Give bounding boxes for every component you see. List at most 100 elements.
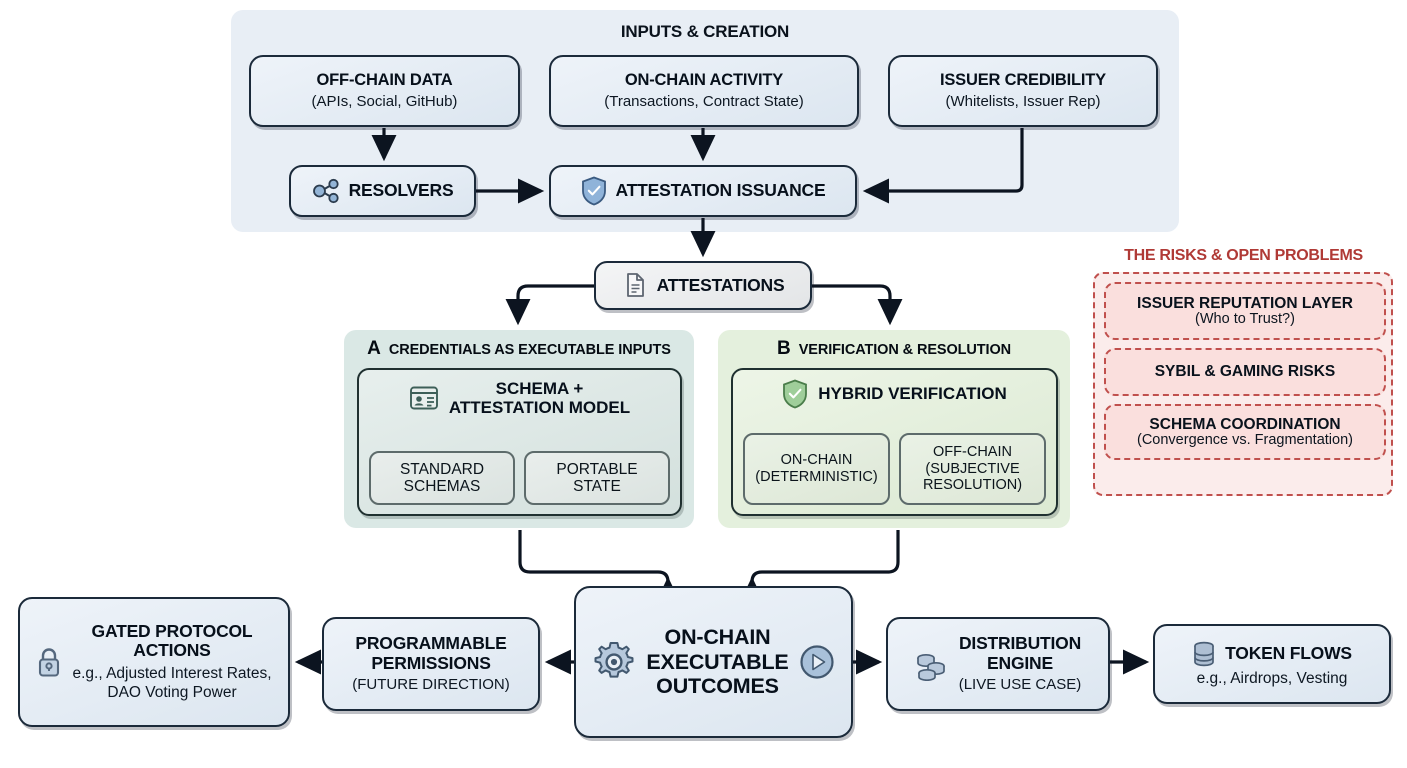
coins-stack-icon [915, 647, 949, 681]
token-flows-title: TOKEN FLOWS [1225, 642, 1352, 663]
chip-line3: RESOLUTION) [922, 477, 1023, 494]
programmable-permissions-node[interactable]: PROGRAMMABLE PERMISSIONS (FUTURE DIRECTI… [322, 617, 540, 711]
gated-title-line2: ACTIONS [133, 640, 211, 661]
risk-subtitle: (Who to Trust?) [1195, 310, 1295, 327]
chip-line1: ON-CHAIN [780, 452, 853, 469]
outcomes-title-line2: EXECUTABLE [646, 649, 789, 674]
source-subtitle: (Whitelists, Issuer Rep) [945, 92, 1101, 110]
wire-panel-b-to-outcomes [739, 530, 900, 604]
risk-card-issuer-reputation[interactable]: ISSUER REPUTATION LAYER (Who to Trust?) [1104, 282, 1386, 340]
risk-title: SCHEMA COORDINATION [1149, 415, 1341, 433]
permissions-title: PROGRAMMABLE PERMISSIONS [355, 632, 507, 673]
lock-icon [36, 646, 62, 678]
gated-sub-line2: DAO Voting Power [107, 683, 237, 701]
chip-line1: OFF-CHAIN [933, 443, 1012, 460]
risks-panel-title: THE RISKS & OPEN PROBLEMS [1124, 247, 1363, 264]
chip-on-chain-deterministic[interactable]: ON-CHAIN (DETERMINISTIC) [743, 433, 890, 505]
gear-icon [592, 640, 636, 684]
chip-off-chain-subjective[interactable]: OFF-CHAIN (SUBJECTIVE RESOLUTION) [899, 433, 1046, 505]
source-off-chain-data[interactable]: OFF-CHAIN DATA (APIs, Social, GitHub) [249, 55, 520, 127]
wire-attestations-to-panel-a [505, 284, 594, 326]
hybrid-verification-header: HYBRID VERIFICATION [733, 379, 1056, 409]
database-icon [1192, 640, 1216, 668]
source-subtitle: (Transactions, Contract State) [604, 92, 804, 110]
outcomes-title: ON-CHAIN EXECUTABLE OUTCOMES [646, 625, 788, 700]
chip-portable-state[interactable]: PORTABLE STATE [524, 451, 670, 505]
chip-line2: (DETERMINISTIC) [755, 469, 878, 485]
source-on-chain-activity[interactable]: ON-CHAIN ACTIVITY (Transactions, Contrac… [549, 55, 859, 127]
panel-b-letter: B [776, 338, 791, 359]
panel-a-letter: A [367, 338, 381, 359]
source-issuer-credibility[interactable]: ISSUER CREDIBILITY (Whitelists, Issuer R… [888, 55, 1158, 127]
chip-line2: STATE [573, 478, 621, 495]
schema-model-title: SCHEMA + ATTESTATION MODEL [449, 379, 630, 417]
token-flows-node[interactable]: TOKEN FLOWS e.g., Airdrops, Vesting [1153, 624, 1391, 704]
distribution-body: DISTRIBUTION ENGINE (LIVE USE CASE) [959, 634, 1082, 693]
distribution-title-line2: ENGINE [987, 653, 1053, 673]
gated-protocol-actions-node[interactable]: GATED PROTOCOL ACTIONS e.g., Adjusted In… [18, 597, 290, 727]
distribution-title: DISTRIBUTION ENGINE [959, 634, 1081, 673]
source-title: OFF-CHAIN DATA [316, 71, 453, 90]
panel-b-header: B VERIFICATION & RESOLUTION [718, 338, 1070, 360]
resolvers-node[interactable]: RESOLVERS [289, 165, 476, 217]
outcomes-title-line1: ON-CHAIN [664, 624, 771, 649]
gated-body: GATED PROTOCOL ACTIONS e.g., Adjusted In… [72, 620, 271, 702]
hybrid-verification-title: HYBRID VERIFICATION [818, 384, 1007, 404]
inputs-creation-title: INPUTS & CREATION [620, 22, 790, 41]
shield-check-green-icon [782, 379, 808, 409]
schema-model-title-line1: SCHEMA + [495, 379, 584, 398]
gated-title-line1: GATED PROTOCOL [91, 620, 253, 641]
gated-subtitle: e.g., Adjusted Interest Rates, DAO Votin… [72, 665, 271, 702]
permissions-title-line2: PERMISSIONS [371, 652, 491, 673]
schema-model-title-line2: ATTESTATION MODEL [448, 398, 631, 418]
risk-card-sybil-gaming[interactable]: SYBIL & GAMING RISKS [1104, 348, 1386, 396]
document-icon [622, 271, 648, 300]
chip-text: STANDARD SCHEMAS [400, 461, 484, 496]
chip-text: PORTABLE STATE [556, 461, 637, 496]
gated-sub-line1: e.g., Adjusted Interest Rates, [72, 665, 272, 682]
play-circle-icon[interactable] [799, 644, 835, 680]
risk-title: SYBIL & GAMING RISKS [1154, 363, 1336, 381]
risks-panel: ISSUER REPUTATION LAYER (Who to Trust?) … [1093, 272, 1393, 496]
chip-line1: PORTABLE [556, 460, 638, 478]
gated-title: GATED PROTOCOL ACTIONS [91, 620, 253, 661]
wire-panel-a-to-outcomes [518, 530, 681, 604]
chip-text: OFF-CHAIN (SUBJECTIVE RESOLUTION) [923, 444, 1022, 494]
chip-line1: STANDARD [399, 460, 485, 478]
schema-chip-row: STANDARD SCHEMAS PORTABLE STATE [369, 451, 670, 505]
distribution-engine-node[interactable]: DISTRIBUTION ENGINE (LIVE USE CASE) [886, 617, 1110, 711]
attestations-label: ATTESTATIONS [656, 274, 785, 295]
source-subtitle: (APIs, Social, GitHub) [311, 92, 458, 110]
token-flows-subtitle: e.g., Airdrops, Vesting [1196, 669, 1348, 687]
chip-line2: (SUBJECTIVE [925, 460, 1020, 477]
token-flows-title-row: TOKEN FLOWS [1192, 640, 1352, 668]
outcomes-title-line3: OUTCOMES [656, 674, 779, 699]
source-title: ISSUER CREDIBILITY [939, 71, 1106, 90]
on-chain-executable-outcomes-node[interactable]: ON-CHAIN EXECUTABLE OUTCOMES [574, 586, 853, 738]
panel-a-header: A CREDENTIALS AS EXECUTABLE INPUTS [344, 338, 694, 360]
panel-a-heading: CREDENTIALS AS EXECUTABLE INPUTS [388, 342, 671, 358]
distribution-subtitle: (LIVE USE CASE) [958, 675, 1082, 693]
chip-line2: SCHEMAS [403, 478, 481, 495]
chip-text: ON-CHAIN (DETERMINISTIC) [755, 452, 877, 485]
risk-subtitle: (Convergence vs. Fragmentation) [1137, 431, 1353, 448]
hybrid-verification-box[interactable]: HYBRID VERIFICATION ON-CHAIN (DETERMINIS… [731, 368, 1058, 516]
risk-title: ISSUER REPUTATION LAYER [1137, 294, 1353, 312]
wire-attestations-to-panel-b [812, 284, 903, 326]
schema-attestation-model-box[interactable]: SCHEMA + ATTESTATION MODEL STANDARD SCHE… [357, 368, 682, 516]
permissions-subtitle: (FUTURE DIRECTION) [352, 676, 510, 694]
shield-check-icon [581, 176, 607, 206]
id-card-icon [409, 385, 439, 411]
verification-chip-row: ON-CHAIN (DETERMINISTIC) OFF-CHAIN (SUBJ… [743, 433, 1046, 505]
attestation-issuance-node[interactable]: ATTESTATION ISSUANCE [549, 165, 857, 217]
attestations-node[interactable]: ATTESTATIONS [594, 261, 812, 310]
risk-card-schema-coordination[interactable]: SCHEMA COORDINATION (Convergence vs. Fra… [1104, 404, 1386, 460]
share-nodes-icon [312, 178, 340, 204]
schema-model-header: SCHEMA + ATTESTATION MODEL [359, 379, 680, 417]
permissions-title-line1: PROGRAMMABLE [355, 632, 507, 653]
source-title: ON-CHAIN ACTIVITY [624, 71, 784, 90]
chip-standard-schemas[interactable]: STANDARD SCHEMAS [369, 451, 515, 505]
resolvers-label: RESOLVERS [348, 180, 454, 201]
panel-b-heading: VERIFICATION & RESOLUTION [798, 342, 1012, 358]
attestation-issuance-label: ATTESTATION ISSUANCE [615, 180, 826, 201]
